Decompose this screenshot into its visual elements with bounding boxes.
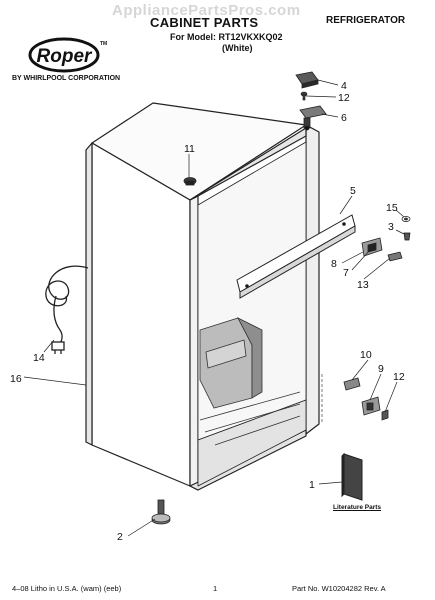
plug-button bbox=[183, 177, 197, 186]
callout-12-upper: 12 bbox=[338, 92, 350, 104]
callout-15: 15 bbox=[386, 202, 398, 214]
corporation-label: BY WHIRLPOOL CORPORATION bbox=[12, 75, 121, 82]
hinge-bolt bbox=[387, 251, 403, 262]
lower-hinge bbox=[343, 377, 389, 421]
model-color: (White) bbox=[222, 43, 253, 53]
leveling-leg bbox=[151, 499, 171, 525]
callout-5: 5 bbox=[350, 185, 356, 197]
appliance-type: REFRIGERATOR bbox=[326, 15, 406, 26]
roper-logo: Roper TM bbox=[28, 37, 107, 73]
literature-label: Literature Parts bbox=[333, 504, 382, 511]
leader-lines bbox=[23, 79, 405, 537]
front-rail bbox=[236, 214, 356, 299]
power-cord bbox=[45, 265, 89, 354]
callout-1: 1 bbox=[309, 479, 315, 491]
callout-13: 13 bbox=[357, 279, 369, 291]
logo-trademark: TM bbox=[100, 41, 107, 47]
page-title: CABINET PARTS bbox=[150, 15, 259, 30]
logo-text: Roper bbox=[37, 46, 94, 67]
cabinet bbox=[85, 102, 320, 491]
hinge-cap bbox=[295, 71, 319, 89]
footer-litho: 4–08 Litho in U.S.A. (wam) (eeb) bbox=[12, 584, 122, 593]
literature-booklet bbox=[341, 452, 363, 501]
callout-16: 16 bbox=[10, 373, 22, 385]
watermark: AppliancePartsPros.com bbox=[112, 2, 301, 19]
callout-10: 10 bbox=[360, 349, 372, 361]
callout-14: 14 bbox=[33, 352, 45, 364]
middle-hinge bbox=[361, 237, 383, 257]
callout-6: 6 bbox=[341, 112, 347, 124]
washer bbox=[401, 216, 411, 222]
callout-4: 4 bbox=[341, 80, 347, 92]
compressor-area bbox=[199, 317, 301, 446]
footer-page-number: 1 bbox=[213, 584, 218, 593]
top-hinge bbox=[299, 105, 327, 131]
callout-12-lower: 12 bbox=[393, 371, 405, 383]
callout-3: 3 bbox=[388, 221, 394, 233]
callout-2: 2 bbox=[117, 531, 123, 543]
callout-8: 8 bbox=[331, 258, 337, 270]
callout-11: 11 bbox=[184, 143, 195, 155]
callout-9: 9 bbox=[378, 363, 384, 375]
screw bbox=[403, 232, 411, 241]
callout-7: 7 bbox=[343, 267, 349, 279]
footer-part-number: Part No. W10204282 Rev. A bbox=[292, 584, 386, 593]
callout-numbers: 4 12 6 11 5 15 3 8 7 13 14 16 10 9 12 1 … bbox=[10, 80, 405, 543]
model-number: For Model: RT12VKXKQ02 bbox=[170, 32, 283, 42]
hinge-screw bbox=[300, 91, 308, 101]
